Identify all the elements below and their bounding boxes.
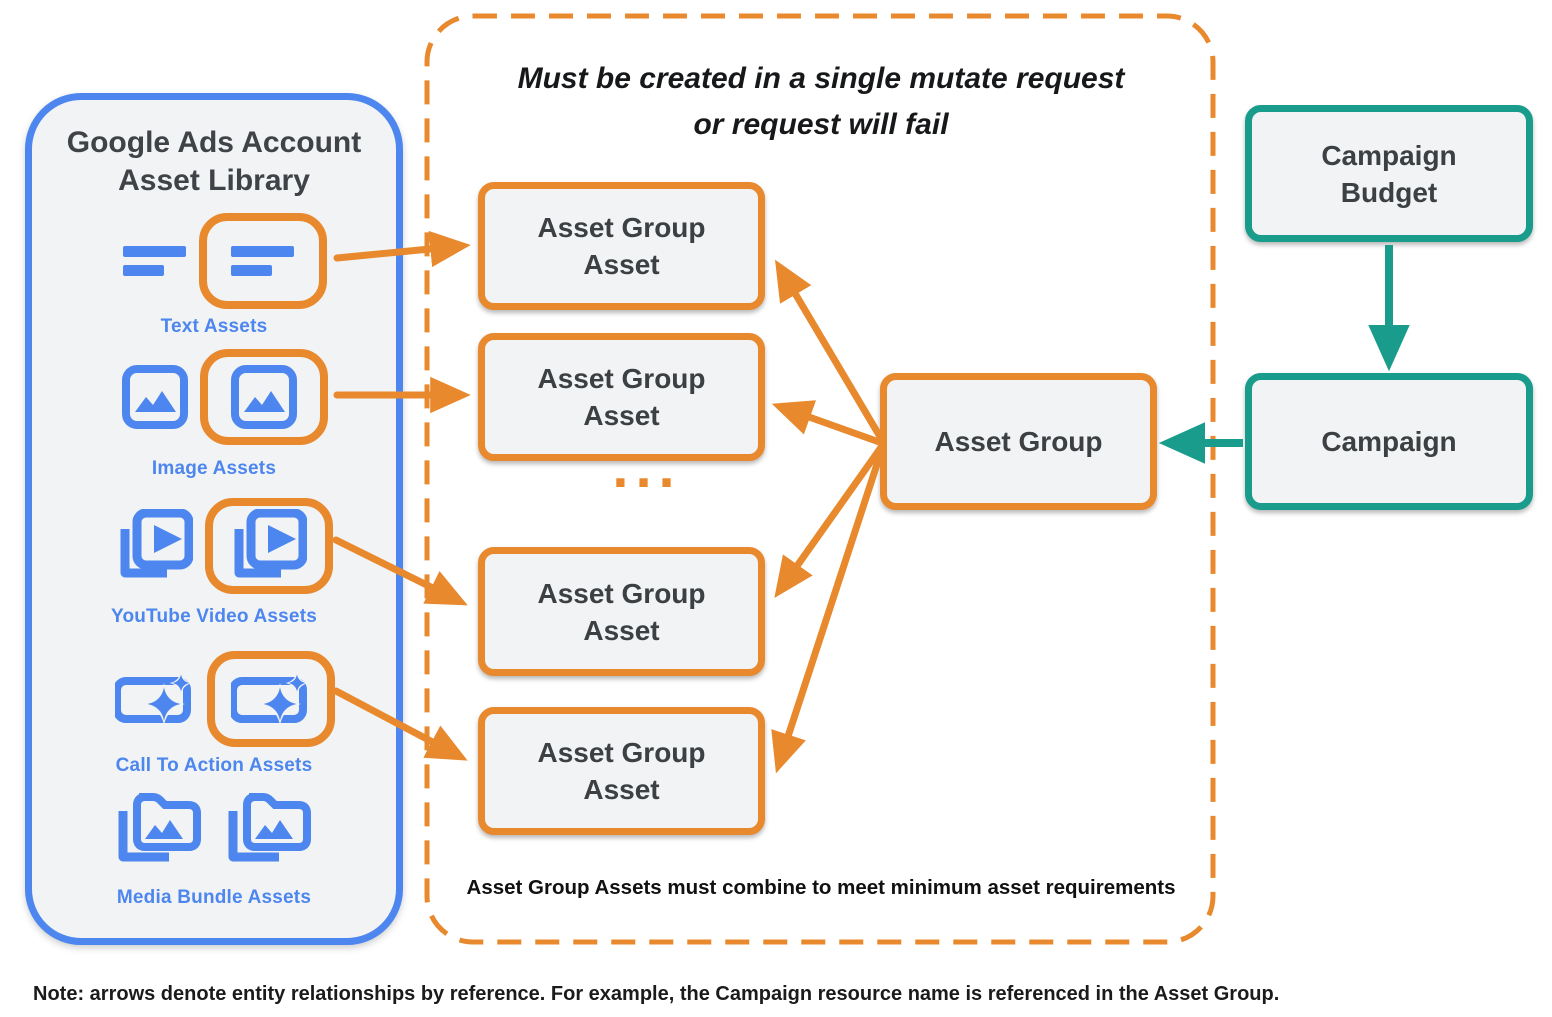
call-to-action-asset-icon xyxy=(115,673,195,725)
footnote: Note: arrows denote entity relationships… xyxy=(33,983,1280,1005)
mutate-container-caption: Asset Group Assets must combine to meet … xyxy=(466,876,1176,899)
library-item-image-assets: Image Assets xyxy=(32,349,396,480)
asset-group-asset-box-1: Asset Group Asset xyxy=(478,182,765,310)
mutate-request-title: Must be created in a single mutate reque… xyxy=(517,62,1125,141)
media-bundle-asset-icon xyxy=(225,787,313,865)
arrow-asset-group-to-aga1 xyxy=(775,259,886,444)
call-to-action-asset-icon xyxy=(231,673,311,725)
asset-group-asset-box-4: Asset Group Asset xyxy=(478,707,765,835)
youtube-video-asset-highlight-box xyxy=(205,498,333,594)
text-asset-icon xyxy=(123,244,187,278)
media-bundle-assets-label: Media Bundle Assets xyxy=(116,887,312,908)
youtube-video-asset-icon xyxy=(117,509,193,583)
text-asset-highlight-box xyxy=(199,213,327,309)
media-bundle-asset-icon xyxy=(115,787,203,865)
arrow-asset-group-to-aga3 xyxy=(774,442,886,598)
library-item-media-bundle-assets: Media Bundle Assets xyxy=(32,787,396,909)
youtube-video-asset-icon xyxy=(231,509,307,583)
call-to-action-assets-label: Call To Action Assets xyxy=(115,755,313,776)
campaign-box: Campaign xyxy=(1245,373,1533,510)
asset-library-title: Google Ads Account Asset Library xyxy=(66,126,362,197)
text-assets-label: Text Assets xyxy=(160,316,268,337)
image-assets-label: Image Assets xyxy=(151,458,277,479)
ellipsis: ... xyxy=(612,435,682,500)
image-asset-icon xyxy=(122,365,188,429)
library-item-call-to-action-assets: Call To Action Assets xyxy=(32,651,396,777)
call-to-action-asset-highlight-box xyxy=(207,651,335,747)
library-item-youtube-video-assets: YouTube Video Assets xyxy=(32,498,396,628)
arrow-asset-group-to-aga2 xyxy=(771,400,886,447)
asset-group-box: Asset Group xyxy=(880,373,1157,510)
text-asset-icon xyxy=(231,244,295,278)
asset-library-panel: Google Ads Account Asset Library Text As… xyxy=(25,93,403,945)
asset-group-asset-box-3: Asset Group Asset xyxy=(478,547,765,676)
library-item-text-assets: Text Assets xyxy=(32,213,396,338)
image-asset-highlight-box xyxy=(200,349,328,445)
arrow-asset-group-to-aga4 xyxy=(771,445,886,774)
image-asset-icon xyxy=(231,365,297,429)
youtube-video-assets-label: YouTube Video Assets xyxy=(110,606,317,627)
campaign-budget-box: Campaign Budget xyxy=(1245,105,1533,242)
